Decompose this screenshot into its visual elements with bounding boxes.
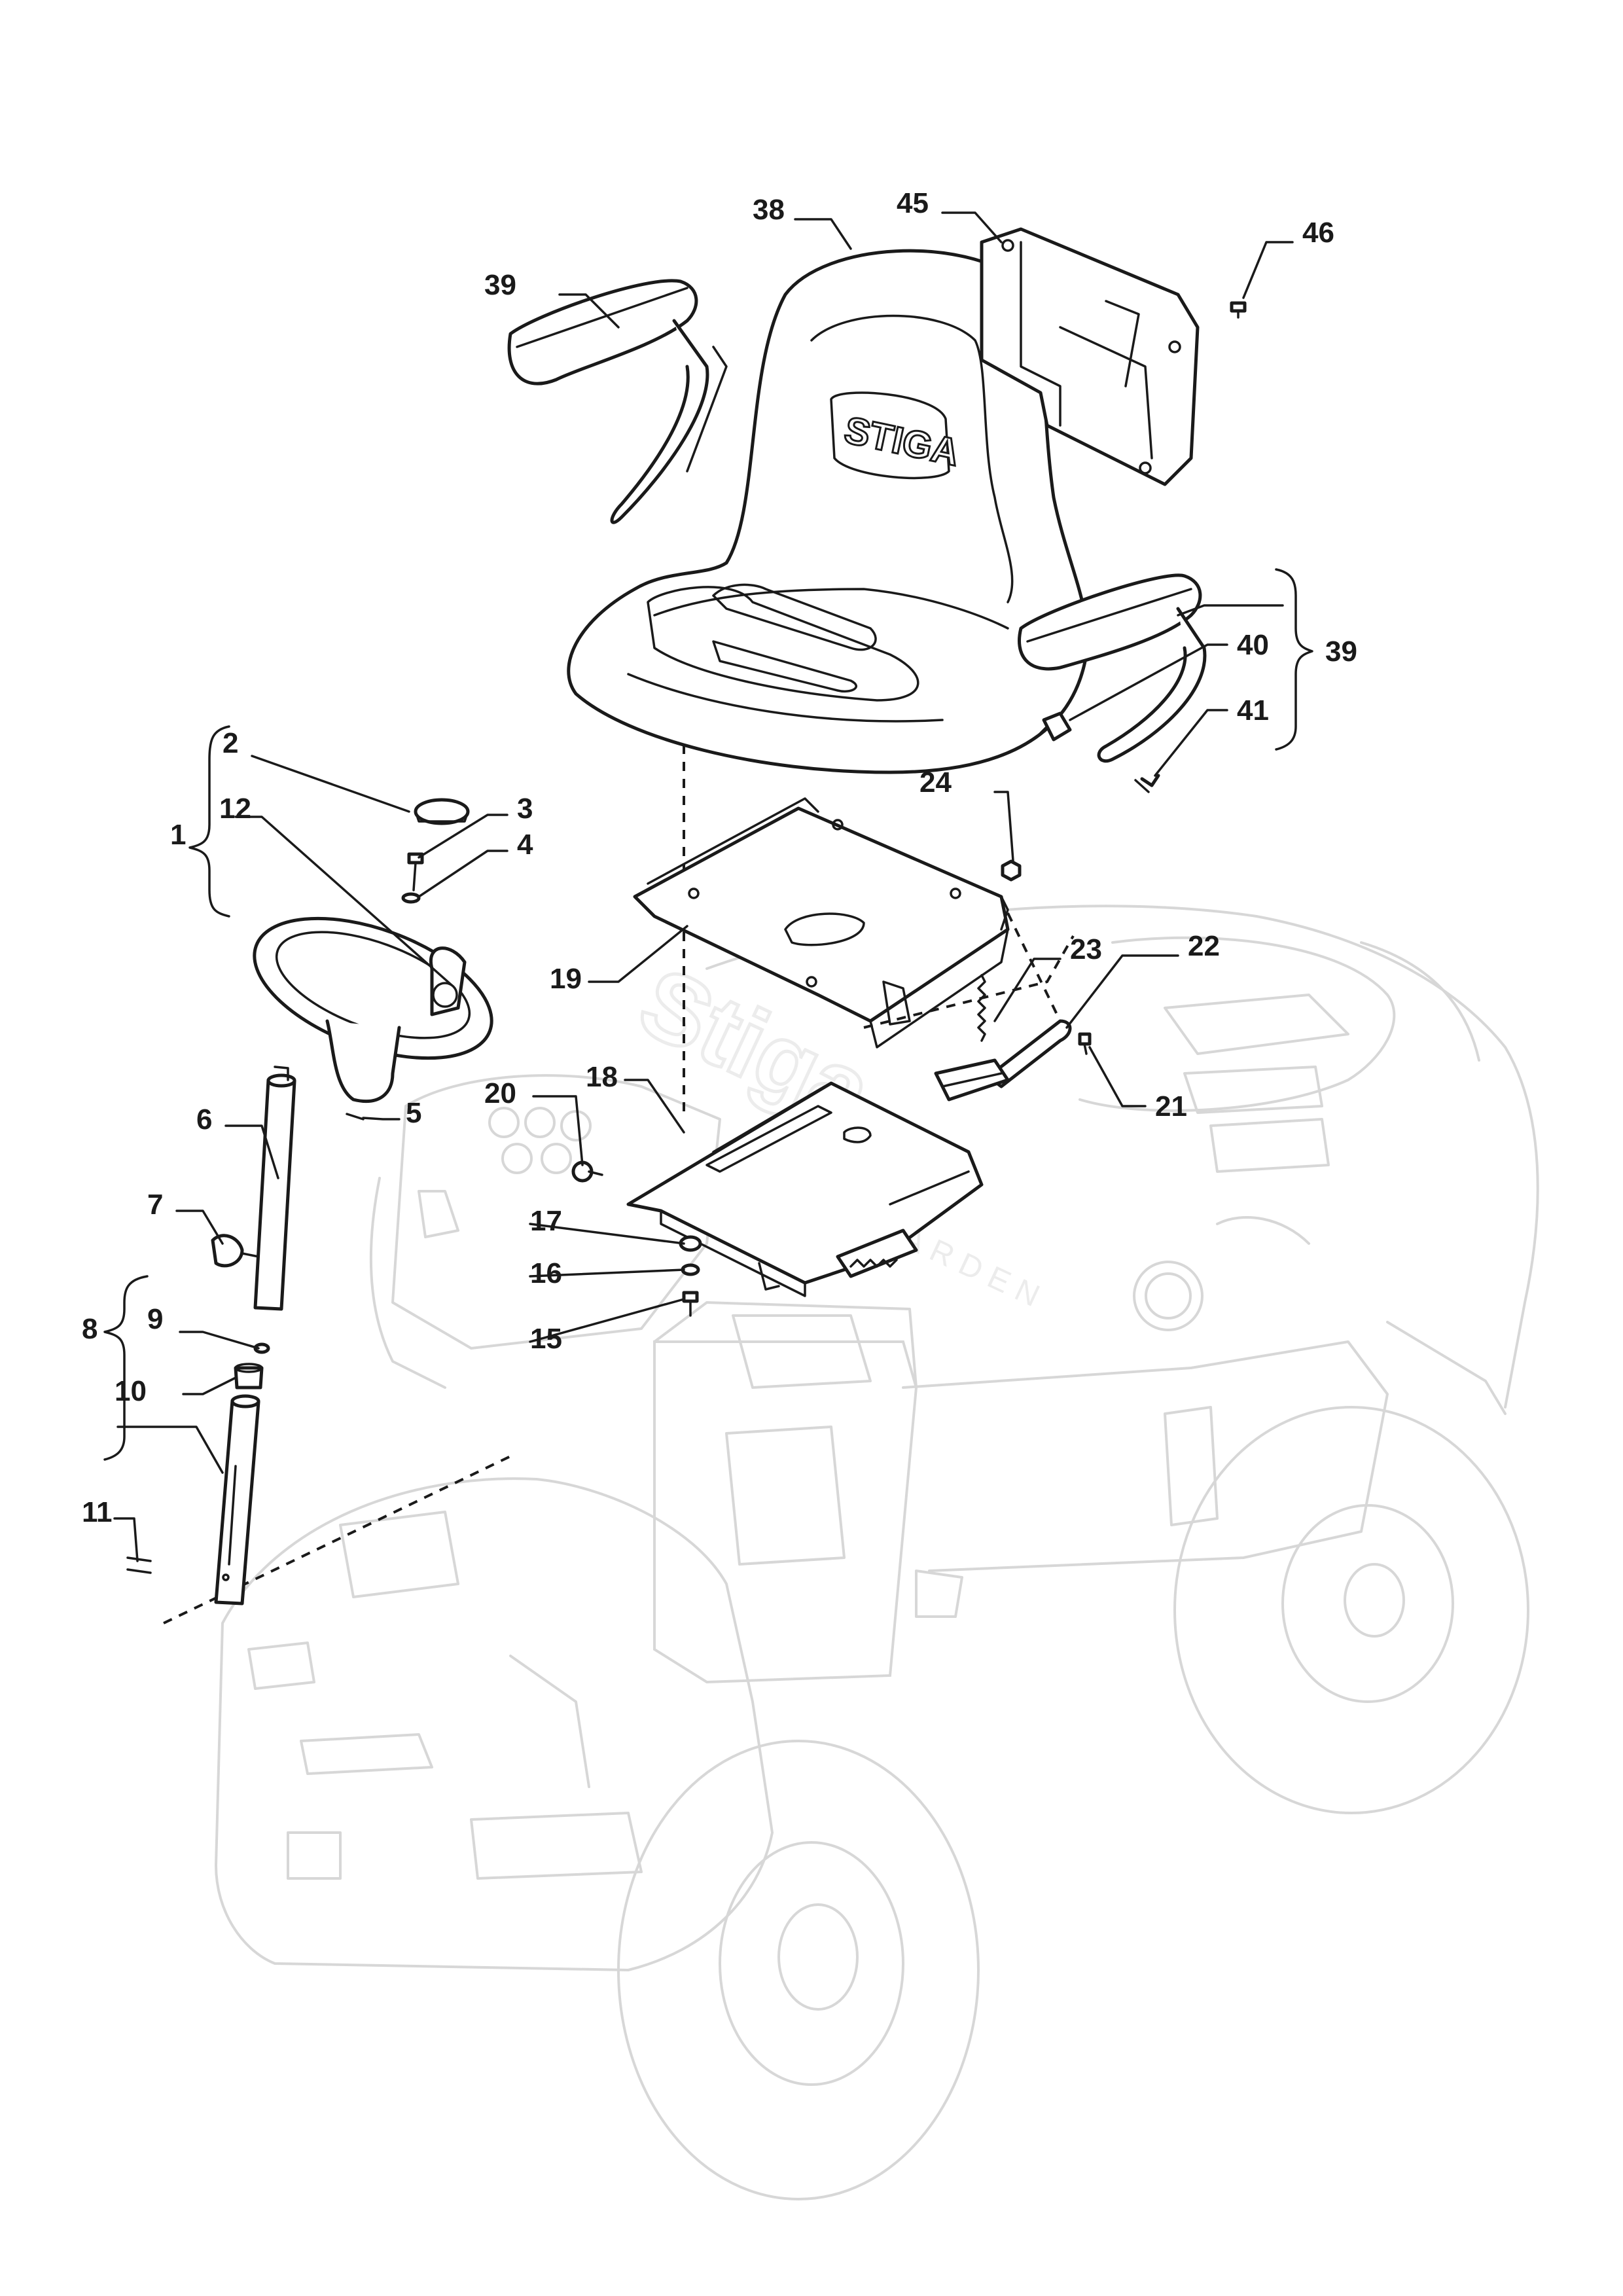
cap-2 <box>414 798 470 825</box>
callout-10: 10 <box>115 1375 147 1407</box>
bush-10 <box>234 1363 264 1390</box>
callout-39-right: 39 <box>1325 636 1357 668</box>
callout-20: 20 <box>484 1077 516 1109</box>
bolt-20 <box>571 1160 603 1183</box>
callout-38: 38 <box>753 194 785 226</box>
armrest-right <box>1018 573 1207 793</box>
callout-45: 45 <box>897 187 929 219</box>
steering-column-lower <box>214 1394 260 1605</box>
callout-24: 24 <box>919 766 952 798</box>
callout-8: 8 <box>82 1313 98 1345</box>
leader-lines <box>113 211 1294 1562</box>
pin-5 <box>346 1113 365 1121</box>
screw-46 <box>1230 301 1247 319</box>
callout-23: 23 <box>1070 933 1102 965</box>
steering-wheel <box>253 916 493 1103</box>
callout-4: 4 <box>517 829 533 861</box>
callout-3: 3 <box>517 793 533 825</box>
bracket-39b <box>1275 568 1313 751</box>
callout-21: 21 <box>1155 1090 1187 1122</box>
callouts: 38 45 46 39 39 40 41 24 23 22 21 19 18 2… <box>82 187 1357 1528</box>
callout-15: 15 <box>530 1323 562 1355</box>
callout-5: 5 <box>406 1097 421 1129</box>
callout-46: 46 <box>1302 217 1334 249</box>
seat-slide-rail <box>626 1081 984 1297</box>
bolt-3 <box>407 852 424 891</box>
nut-24 <box>1001 859 1022 882</box>
callout-18: 18 <box>586 1061 618 1093</box>
bracket-8 <box>103 1275 149 1461</box>
bracket-1 <box>188 725 230 918</box>
callout-39-left: 39 <box>484 269 516 301</box>
callout-12: 12 <box>219 793 251 825</box>
washer-4 <box>401 892 421 904</box>
callout-17: 17 <box>530 1205 562 1237</box>
callout-7: 7 <box>147 1189 163 1221</box>
callout-22: 22 <box>1188 930 1220 962</box>
callout-2: 2 <box>223 727 238 759</box>
screw-21 <box>1078 1032 1092 1055</box>
callout-40: 40 <box>1237 629 1269 661</box>
tractor-body-ghost <box>215 905 1539 2200</box>
seat-back-box <box>980 227 1200 486</box>
spring-23 <box>977 974 986 1042</box>
wing-knob-7 <box>211 1234 260 1268</box>
lever-22 <box>934 1019 1072 1102</box>
steering-column-upper <box>253 1066 296 1311</box>
callout-41: 41 <box>1237 694 1269 726</box>
callout-11: 11 <box>82 1496 113 1528</box>
callout-6: 6 <box>196 1103 212 1136</box>
callout-9: 9 <box>147 1303 163 1335</box>
callout-19: 19 <box>550 963 582 995</box>
hardware-stack <box>679 1235 702 1317</box>
callout-1: 1 <box>170 819 186 851</box>
callout-16: 16 <box>530 1257 562 1289</box>
armrest-left <box>507 279 728 524</box>
pin-11 <box>126 1556 152 1574</box>
